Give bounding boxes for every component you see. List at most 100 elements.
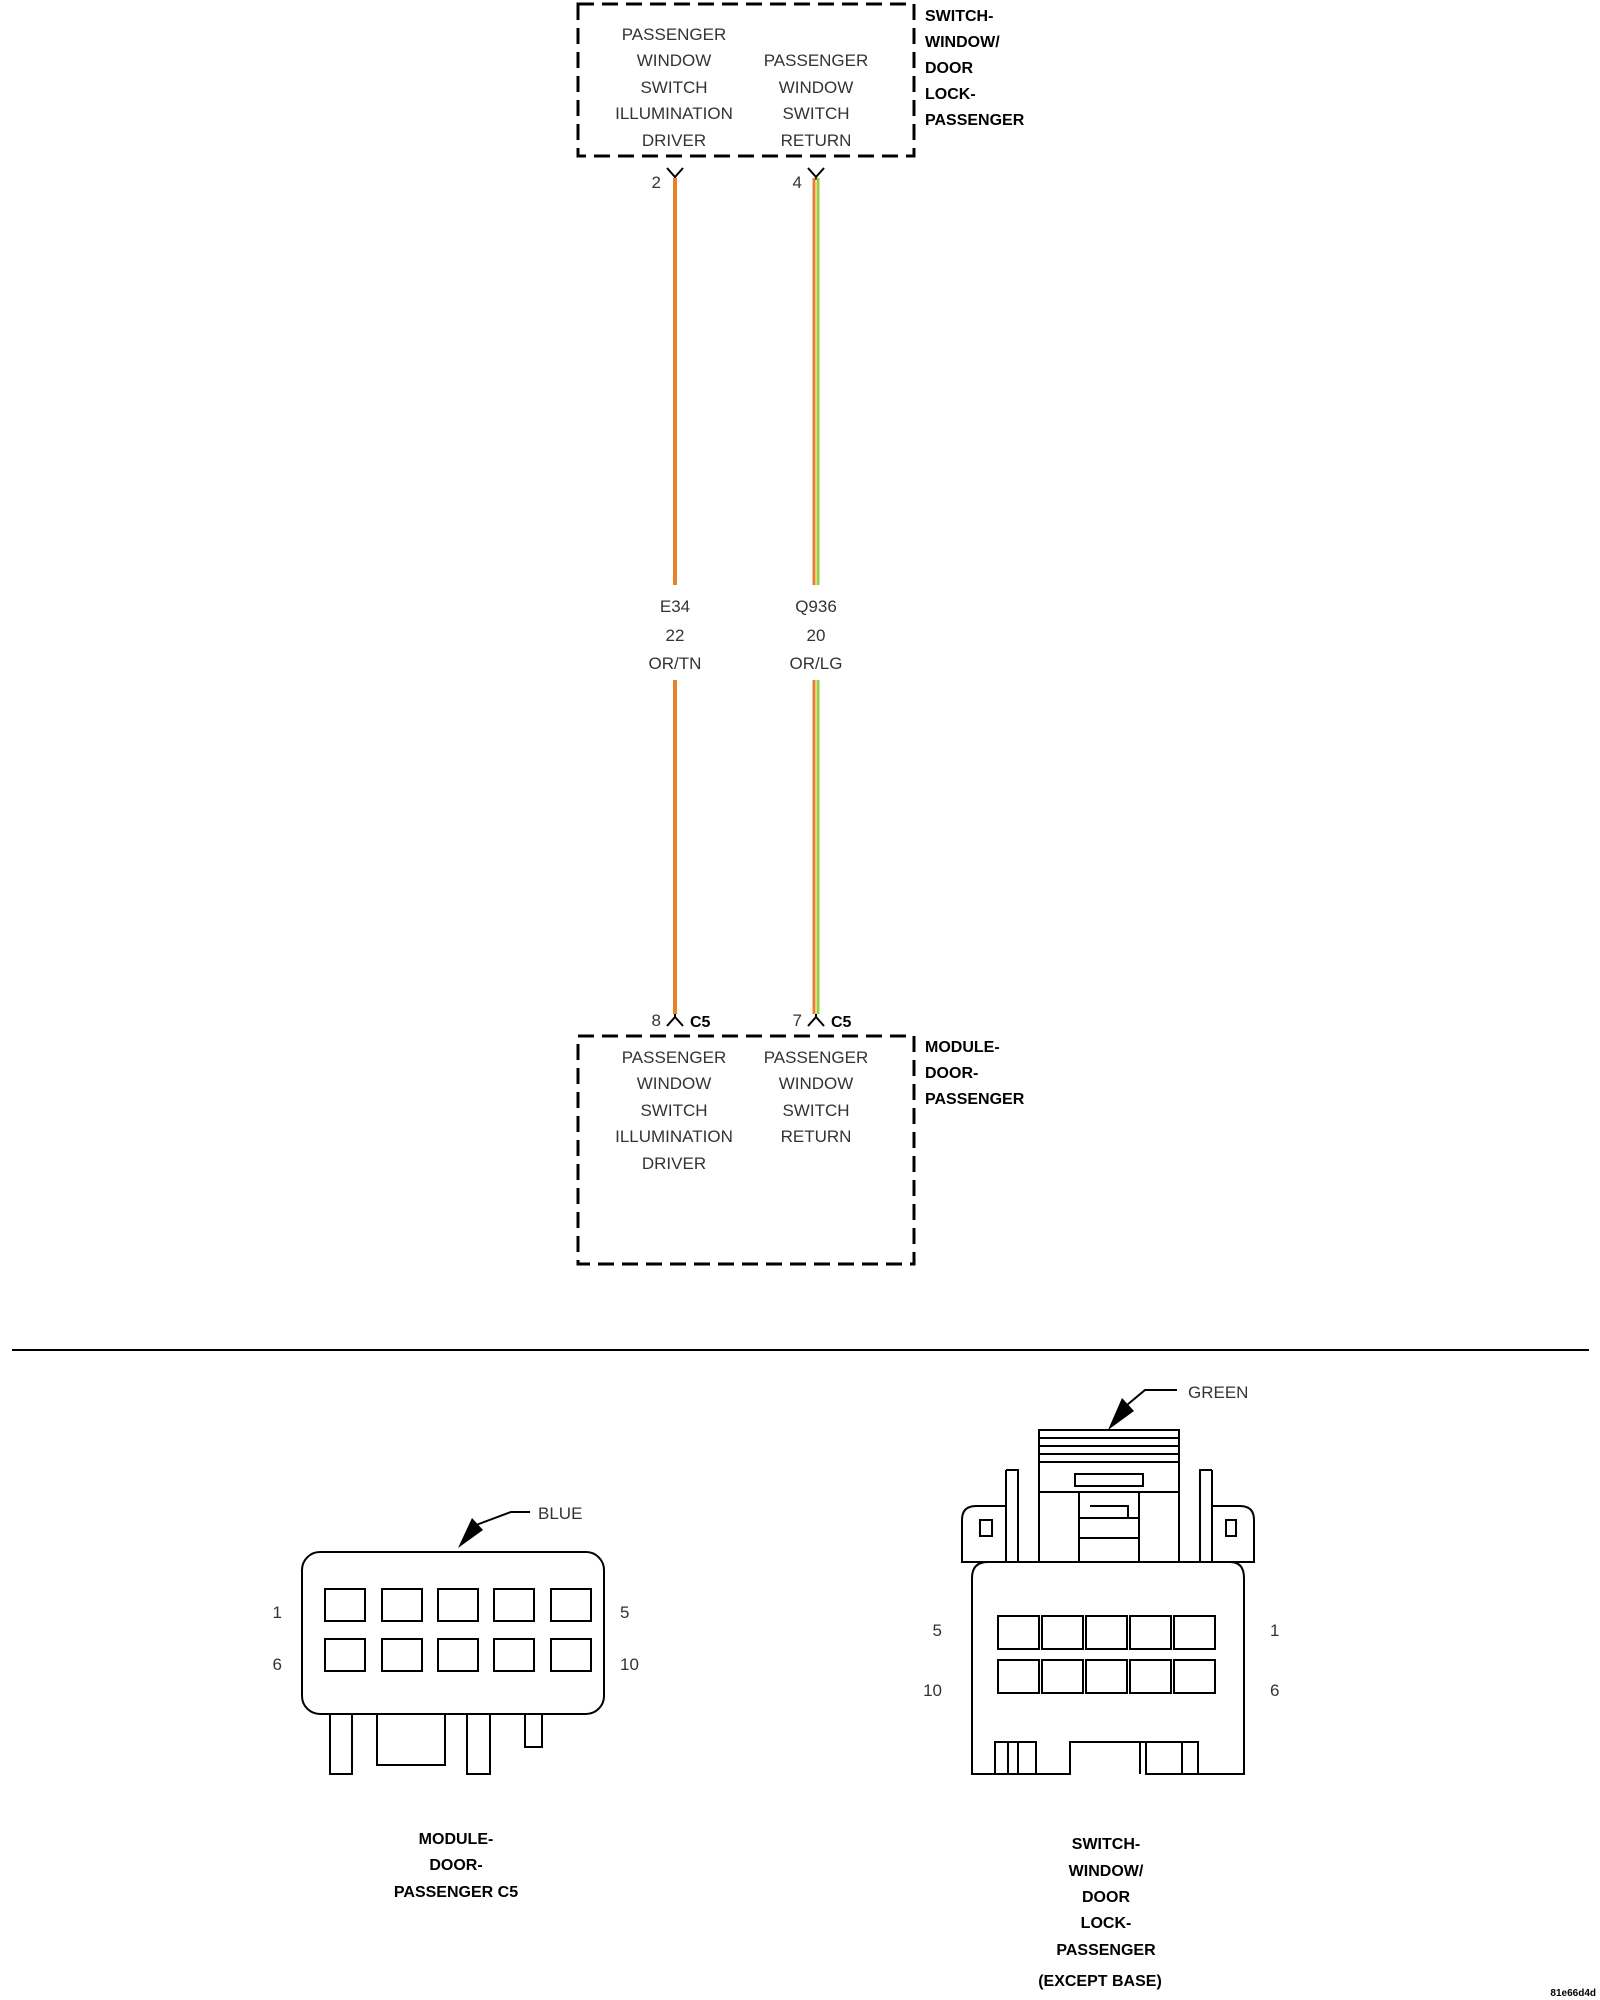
module-c5-bottom-tabs xyxy=(329,1713,543,1775)
wire-e34: E34 22 OR/TN xyxy=(649,178,702,1014)
module-pin-marker-left xyxy=(666,1014,684,1027)
module-c5-pin-label-top-left: 1 xyxy=(273,1603,282,1622)
switch-connector-caption-line-3: DOOR xyxy=(1082,1889,1130,1906)
switch-pin-marker-right xyxy=(807,167,825,180)
image-code: 81e66d4d xyxy=(1550,1988,1596,1999)
module-right-function-line-1: PASSENGER xyxy=(764,1048,869,1067)
module-c5-body xyxy=(301,1551,605,1715)
module-c5-caption-line-2: DOOR- xyxy=(429,1857,482,1874)
switch-connector-caption-line-6: (EXCEPT BASE) xyxy=(1038,1973,1162,1990)
module-pin-right-label: 7 xyxy=(793,1011,802,1030)
module-name-line-1: MODULE- xyxy=(925,1039,1000,1056)
switch-connector-pin-label-bottom-left: 10 xyxy=(923,1681,942,1700)
module-c5-cavity-10 xyxy=(550,1638,592,1672)
module-c5-pin-label-bottom-left: 6 xyxy=(273,1655,282,1674)
wire-q936-gauge: 20 xyxy=(807,626,826,645)
module-c5-cavity-1 xyxy=(324,1588,366,1622)
module-c5-cavity-5 xyxy=(550,1588,592,1622)
switch-connector-right-ear xyxy=(1199,1469,1255,1563)
module-pin-marker-right xyxy=(807,1014,825,1027)
module-c5-cavity-6 xyxy=(324,1638,366,1672)
switch-name-line-1: SWITCH- xyxy=(925,8,993,25)
switch-right-function-line-4: RETURN xyxy=(781,131,852,150)
module-c5-caption-line-3: PASSENGER C5 xyxy=(394,1884,518,1901)
switch-left-function-line-2: WINDOW xyxy=(637,51,712,70)
wire-q936-color: OR/LG xyxy=(790,654,843,673)
module-name-line-3: PASSENGER xyxy=(925,1091,1025,1108)
module-left-function-line-3: SWITCH xyxy=(640,1101,707,1120)
module-left-function-line-5: DRIVER xyxy=(642,1154,706,1173)
switch-pin-right-label: 4 xyxy=(793,173,802,192)
switch-connector-cavity-10 xyxy=(1173,1659,1216,1694)
wire-e34-circuit: E34 xyxy=(660,597,690,616)
switch-left-function-line-4: ILLUMINATION xyxy=(615,104,733,123)
module-c5-cavity-3 xyxy=(437,1588,479,1622)
switch-connector-cavity-8 xyxy=(1085,1659,1128,1694)
switch-left-function-line-1: PASSENGER xyxy=(622,25,727,44)
switch-connector-caption-line-2: WINDOW/ xyxy=(1069,1863,1144,1880)
switch-connector-caption-line-5: PASSENGER xyxy=(1056,1942,1156,1959)
module-pin-left-label: 8 xyxy=(652,1011,661,1030)
switch-connector-bottom-keys xyxy=(994,1741,1199,1774)
switch-connector-callout-label: GREEN xyxy=(1188,1383,1248,1402)
module-c5-cavity-9 xyxy=(493,1638,535,1672)
switch-right-function-line-1: PASSENGER xyxy=(764,51,869,70)
switch-name-line-4: LOCK- xyxy=(925,86,976,103)
switch-connector-pin-label-top-left: 5 xyxy=(933,1621,942,1640)
switch-connector-lock-tab xyxy=(1074,1473,1144,1487)
module-c5-connector: BLUE 1 5 6 10 MODULE- DOOR- PASSENGER C5 xyxy=(273,1504,639,1901)
switch-connector-cavity-2 xyxy=(1041,1615,1084,1650)
module-c5-callout-label: BLUE xyxy=(538,1504,582,1523)
module-component-box xyxy=(576,1034,916,1266)
module-c5-cavity-8 xyxy=(437,1638,479,1672)
module-c5-cavity-2 xyxy=(381,1588,423,1622)
module-c5-cavity-4 xyxy=(493,1588,535,1622)
switch-connector-cavity-9 xyxy=(1129,1659,1172,1694)
wire-e34-gauge: 22 xyxy=(666,626,685,645)
switch-connector-cavity-3 xyxy=(1085,1615,1128,1650)
module-connector-right-label: C5 xyxy=(831,1014,852,1031)
wire-q936-circuit: Q936 xyxy=(795,597,837,616)
module-connector-left-label: C5 xyxy=(690,1014,711,1031)
switch-name-line-5: PASSENGER xyxy=(925,112,1025,129)
switch-connector-cavity-7 xyxy=(1041,1659,1084,1694)
switch-left-function-line-5: DRIVER xyxy=(642,131,706,150)
switch-right-function-line-3: SWITCH xyxy=(782,104,849,123)
module-component: 8 C5 7 C5 PASSENGER WINDOW SWITCH ILLUMI… xyxy=(576,1011,1025,1266)
switch-connector-cavity-6 xyxy=(997,1659,1040,1694)
module-c5-caption-line-1: MODULE- xyxy=(419,1831,494,1848)
switch-component-box xyxy=(576,2,916,158)
module-c5-cavity-7 xyxy=(381,1638,423,1672)
switch-connector-cavity-5 xyxy=(1173,1615,1216,1650)
wire-e34-color: OR/TN xyxy=(649,654,702,673)
switch-pin-left-label: 2 xyxy=(652,173,661,192)
switch-connector-cavity-4 xyxy=(1129,1615,1172,1650)
module-c5-callout-line xyxy=(475,1511,530,1526)
module-right-function-line-4: RETURN xyxy=(781,1127,852,1146)
switch-connector-caption-line-4: LOCK- xyxy=(1081,1915,1132,1932)
switch-component: PASSENGER WINDOW SWITCH ILLUMINATION DRI… xyxy=(576,2,1025,192)
module-left-function-line-2: WINDOW xyxy=(637,1074,712,1093)
switch-connector-callout-arrow xyxy=(1108,1398,1134,1430)
module-left-function-line-1: PASSENGER xyxy=(622,1048,727,1067)
switch-connector-caption-line-1: SWITCH- xyxy=(1072,1836,1140,1853)
module-right-function-line-3: SWITCH xyxy=(782,1101,849,1120)
switch-connector-callout-line xyxy=(1126,1389,1177,1406)
module-c5-pin-label-bottom-right: 10 xyxy=(620,1655,639,1674)
switch-name-line-2: WINDOW/ xyxy=(925,34,1000,51)
switch-connector: GREEN 5 1 10 6 SWITCH- WINDOW/ xyxy=(923,1383,1279,1990)
switch-connector-left-ear xyxy=(961,1469,1019,1563)
switch-name-line-3: DOOR xyxy=(925,60,973,77)
switch-left-function-line-3: SWITCH xyxy=(640,78,707,97)
switch-connector-pin-label-bottom-right: 6 xyxy=(1270,1681,1279,1700)
switch-connector-pin-label-top-right: 1 xyxy=(1270,1621,1279,1640)
module-right-function-line-2: WINDOW xyxy=(779,1074,854,1093)
module-c5-pin-label-top-right: 5 xyxy=(620,1603,629,1622)
module-c5-callout-arrow xyxy=(458,1518,483,1548)
switch-right-function-line-2: WINDOW xyxy=(779,78,854,97)
module-name-line-2: DOOR- xyxy=(925,1065,978,1082)
wire-q936: Q936 20 OR/LG xyxy=(790,178,843,1014)
switch-connector-cavity-1 xyxy=(997,1615,1040,1650)
module-left-function-line-4: ILLUMINATION xyxy=(615,1127,733,1146)
